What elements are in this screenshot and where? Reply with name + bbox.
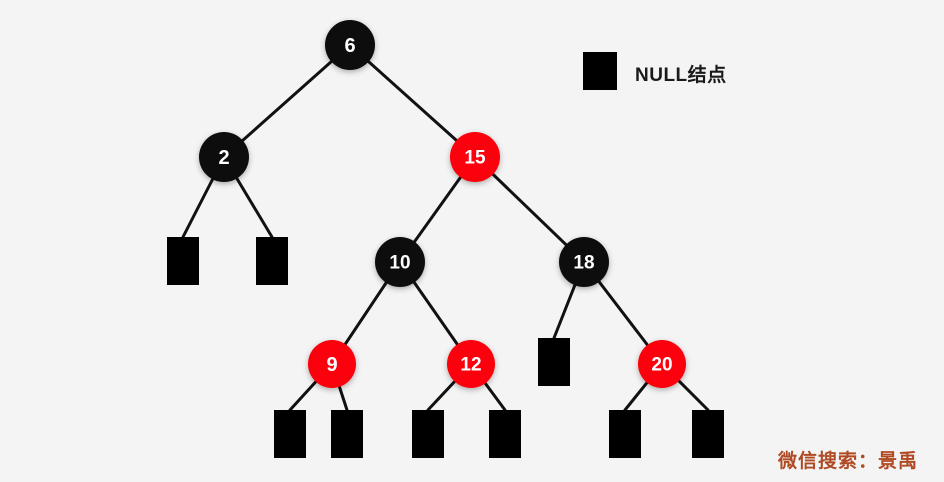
- tree-node-20: 20: [638, 340, 686, 388]
- tree-node-9: 9: [308, 340, 356, 388]
- node-value-label: 6: [344, 35, 355, 57]
- tree-node-2: 2: [199, 132, 249, 182]
- tree-edge: [348, 43, 477, 159]
- null-node-rect: [538, 338, 570, 386]
- tree-edges: [181, 43, 710, 412]
- node-value-label: 12: [460, 355, 481, 376]
- node-circle: [450, 132, 500, 182]
- tree-node-15: 15: [450, 132, 500, 182]
- tree-nodes: 6 2 15 10 18 9 12 20: [199, 20, 686, 388]
- node-value-label: 10: [389, 253, 410, 274]
- node-value-label: 9: [326, 354, 337, 376]
- null-node-rect: [331, 410, 363, 458]
- node-circle: [447, 340, 495, 388]
- null-node-rect: [609, 410, 641, 458]
- legend-label: NULL结点: [635, 65, 727, 86]
- tree-node-6: 6: [325, 20, 375, 70]
- null-node-rect: [412, 410, 444, 458]
- null-node-rect: [274, 410, 306, 458]
- legend-null-swatch: [583, 52, 617, 90]
- node-circle: [559, 237, 609, 287]
- node-circle: [308, 340, 356, 388]
- node-value-label: 2: [218, 147, 229, 169]
- watermark-text: 微信搜索：景禹: [778, 451, 919, 472]
- node-circle: [638, 340, 686, 388]
- legend-swatch-group: [583, 52, 617, 90]
- tree-node-12: 12: [447, 340, 495, 388]
- node-circle: [375, 237, 425, 287]
- node-circle: [199, 132, 249, 182]
- tree-edge: [222, 43, 352, 159]
- node-value-label: 20: [651, 355, 672, 376]
- null-node-rect: [692, 410, 724, 458]
- null-node-rect: [167, 237, 199, 285]
- node-value-label: 18: [573, 253, 594, 274]
- node-circle: [325, 20, 375, 70]
- null-node-rect: [256, 237, 288, 285]
- null-node-rect: [489, 410, 521, 458]
- node-value-label: 15: [464, 148, 486, 169]
- tree-edge: [473, 155, 586, 264]
- tree-node-10: 10: [375, 237, 425, 287]
- tree-node-18: 18: [559, 237, 609, 287]
- null-nodes: [167, 237, 724, 458]
